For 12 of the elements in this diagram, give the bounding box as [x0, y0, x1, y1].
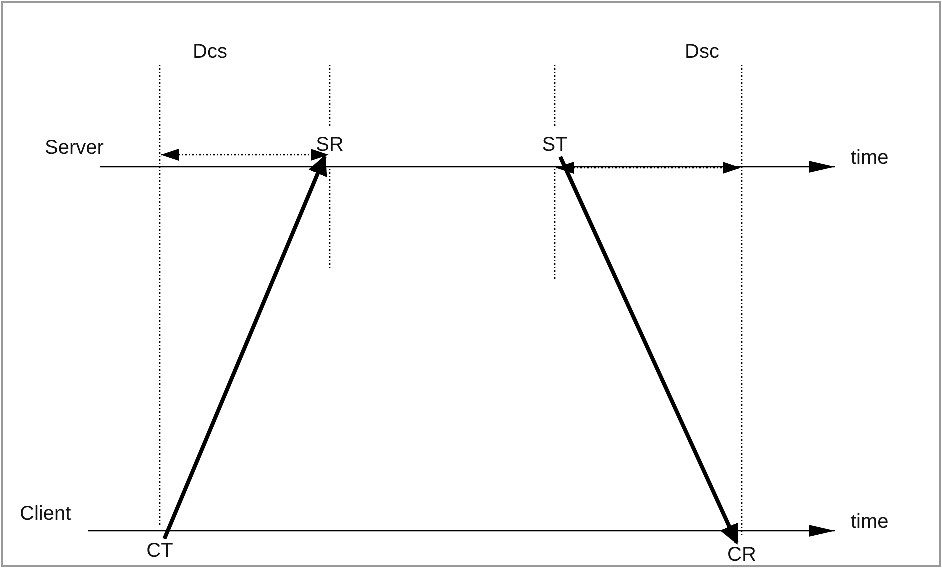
dimension-label: Dcs — [193, 40, 228, 64]
event-label: CR — [722, 543, 762, 565]
arrow — [162, 155, 328, 540]
event-label: CT — [140, 539, 180, 561]
axis-label: Client — [20, 502, 72, 526]
axis-label: time — [851, 146, 889, 170]
axis-label: time — [851, 510, 889, 534]
event-label: ST — [535, 133, 575, 157]
axis-label: Server — [45, 136, 104, 160]
dimension-label: Dsc — [685, 40, 720, 64]
event-label: SR — [310, 133, 350, 157]
arrow — [558, 156, 739, 545]
